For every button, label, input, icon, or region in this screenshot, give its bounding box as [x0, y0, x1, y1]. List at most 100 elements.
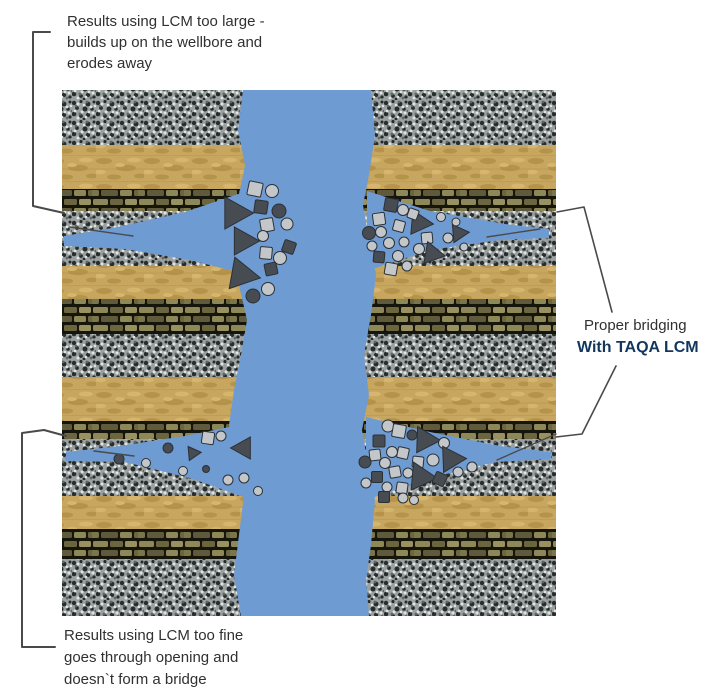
lcm-particle-circle [245, 288, 261, 304]
leader-proper-lower [555, 365, 617, 438]
bracket-too-fine [21, 429, 67, 648]
lcm-particle-square [391, 423, 407, 439]
lcm-particle-circle [392, 250, 404, 262]
lcm-particle-square [372, 434, 386, 448]
lcm-particle-circle [459, 242, 469, 252]
lcm-particle-circle [253, 486, 263, 496]
lcm-particle-square [263, 261, 279, 277]
lcm-particle-square [392, 219, 406, 233]
annotation-taqa-lcm: With TAQA LCM [577, 339, 699, 356]
lcm-particle-circle [215, 430, 227, 442]
lcm-particle-square [253, 199, 269, 215]
lcm-particle-circle [273, 251, 287, 265]
pointer-upper-left [69, 226, 134, 237]
lcm-cluster-too-large [224, 180, 297, 304]
annotation-line: builds up on the wellbore and [67, 34, 263, 51]
lcm-cluster-bridge-lower [358, 419, 478, 505]
pointer-lower-left [93, 450, 135, 457]
lcm-particle-circle [397, 204, 409, 216]
lcm-particle-circle [362, 226, 376, 240]
lcm-particle-circle [398, 236, 410, 248]
bracket-too-large [32, 31, 65, 214]
lcm-particle-circle [451, 217, 461, 227]
lcm-particle-triangle [224, 196, 255, 230]
lcm-cluster-too-fine [113, 430, 263, 496]
lcm-particle-circle [222, 474, 234, 486]
fracture-lower-left [66, 424, 244, 497]
lcm-particle-triangle [416, 425, 442, 454]
lcm-particle-square [259, 246, 273, 260]
lcm-particle-circle [261, 282, 275, 296]
annotation-lcm-too-fine: Results using LCM too fine goes through … [64, 625, 243, 691]
lcm-particle-square [388, 465, 402, 479]
lcm-particle-circle [113, 453, 125, 465]
lcm-particle-circle [162, 442, 174, 454]
annotation-line: erodes away [67, 55, 153, 72]
annotation-line: doesn`t form a bridge [64, 671, 207, 688]
lcm-particle-square [259, 217, 275, 233]
lcm-particle-circle [409, 495, 419, 505]
annotation-line: Results using LCM too fine [64, 627, 244, 644]
lcm-particle-circle [402, 467, 414, 479]
annotation-line: Proper bridging [584, 317, 687, 334]
lcm-particle-circle [386, 446, 398, 458]
lcm-particle-triangle [451, 223, 471, 244]
lcm-particle-circle [141, 458, 151, 468]
lcm-particle-square [406, 207, 420, 221]
lcm-particle-circle [360, 477, 372, 489]
lcm-particle-triangle [228, 256, 262, 290]
lcm-particle-square [372, 250, 386, 264]
annotation-lcm-too-large: Results using LCM too large - builds up … [67, 11, 265, 74]
lcm-particle-circle [383, 237, 395, 249]
lcm-particle-circle [452, 466, 464, 478]
lcm-particle-circle [280, 217, 294, 231]
lcm-particle-circle [426, 453, 440, 467]
lcm-particle-square [383, 261, 399, 277]
fracture-upper-left [64, 193, 241, 273]
lcm-particle-circle [413, 243, 425, 255]
lcm-particle-circle [358, 455, 372, 469]
lcm-particle-circle [436, 212, 446, 222]
lcm-particle-square [378, 491, 390, 503]
lcm-particle-square [368, 448, 382, 462]
lcm-particle-square [383, 197, 399, 213]
lcm-particle-square [281, 239, 297, 255]
lcm-particle-square [420, 231, 434, 245]
lcm-particle-square [371, 471, 383, 483]
lcm-cluster-bridge-upper [362, 197, 471, 277]
lcm-particle-circle [238, 472, 250, 484]
lcm-particle-circle [381, 481, 393, 493]
lcm-particle-triangle [410, 461, 439, 491]
wellbore-fluid [229, 90, 376, 616]
lcm-particle-circle [466, 461, 478, 473]
lcm-particle-circle [397, 492, 409, 504]
lcm-particle-square [395, 481, 409, 495]
lcm-particle-circle [271, 203, 287, 219]
leader-proper-upper [556, 206, 613, 313]
pointer-lower-right [496, 433, 557, 461]
lcm-particle-circle [366, 240, 378, 252]
lcm-particle-triangle [187, 445, 203, 462]
lcm-particle-circle [401, 260, 413, 272]
lcm-particle-square [432, 471, 448, 487]
lcm-particle-circle [375, 226, 387, 238]
lcm-particle-circle [442, 232, 454, 244]
lcm-particle-square [246, 180, 264, 198]
lcm-particle-triangle [233, 226, 261, 256]
pointer-upper-right [486, 228, 541, 238]
lcm-particle-circle [379, 457, 391, 469]
lcm-particle-circle [202, 465, 210, 473]
lcm-particle-square [371, 211, 387, 227]
lcm-particle-triangle [423, 240, 447, 265]
lcm-particle-square [396, 446, 410, 460]
annotation-line: Results using LCM too large - [67, 13, 265, 30]
lcm-particle-circle [406, 429, 418, 441]
lcm-particle-circle [178, 466, 188, 476]
annotation-proper-bridging: Proper bridging With TAQA LCM [577, 315, 699, 358]
lcm-particle-square [200, 430, 216, 446]
annotation-line: goes through opening and [64, 649, 239, 666]
lcm-particle-circle [265, 184, 279, 198]
